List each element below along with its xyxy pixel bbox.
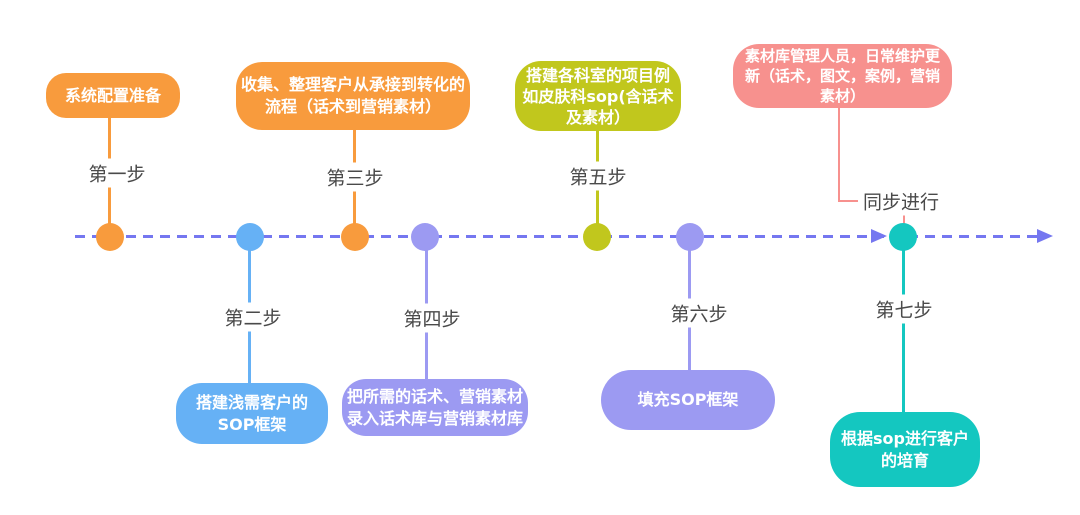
- sync-box-text: 素材库管理人员，日常维护更: [744, 47, 940, 65]
- step6-box-text: 填充SOP框架: [637, 390, 739, 409]
- step5-label: 第五步: [564, 161, 632, 191]
- step2-box-text: SOP框架: [217, 414, 287, 434]
- sync-connector-vertical: [838, 107, 840, 201]
- step7-box-text: 的培育: [880, 450, 929, 470]
- step7-box: 根据sop进行客户 的培育: [830, 412, 980, 487]
- timeline-end-arrow-icon: [1037, 229, 1053, 243]
- step1-box-text: 系统配置准备: [64, 85, 161, 105]
- step1-dot: [96, 223, 124, 251]
- step1-label: 第一步: [83, 158, 151, 188]
- step7-box-text: 根据sop进行客户: [841, 428, 969, 448]
- step6-dot: [676, 223, 704, 251]
- sync-box: 素材库管理人员，日常维护更 新（话术，图文，案例，营销 素材）: [733, 44, 952, 108]
- step2-box-text: 搭建浅需客户的: [195, 392, 308, 412]
- step3-box-text: 流程（话术到营销素材）: [264, 97, 441, 116]
- sync-label: 同步进行: [857, 186, 945, 216]
- step1-box: 系统配置准备: [46, 73, 180, 118]
- step2-label: 第二步: [219, 302, 287, 332]
- step3-label: 第三步: [321, 162, 389, 192]
- step4-dot: [411, 223, 439, 251]
- step5-box-text: 如皮肤科sop(含话术: [522, 86, 674, 106]
- step5-box-text: 及素材）: [565, 107, 630, 127]
- step5-box: 搭建各科室的项目例 如皮肤科sop(含话术 及素材）: [515, 61, 681, 131]
- step5-box-text: 搭建各科室的项目例: [525, 65, 670, 85]
- step6-label: 第六步: [665, 298, 733, 328]
- step4-label: 第四步: [398, 303, 466, 333]
- timeline-mid-arrow-icon: [871, 229, 887, 243]
- step7-label: 第七步: [870, 294, 938, 324]
- step3-dot: [341, 223, 369, 251]
- step5-dot: [583, 223, 611, 251]
- step4-box-text: 录入话术库与营销素材库: [346, 408, 523, 428]
- step7-dot: [889, 223, 917, 251]
- step3-box-text: 收集、整理客户从承接到转化的: [240, 75, 465, 94]
- step6-box: 填充SOP框架: [601, 370, 775, 430]
- step4-box-text: 把所需的话术、营销素材: [346, 386, 523, 406]
- step2-dot: [236, 223, 264, 251]
- sync-box-text: 新（话术，图文，案例，营销: [744, 67, 940, 85]
- step3-box: 收集、整理客户从承接到转化的 流程（话术到营销素材）: [236, 62, 470, 130]
- timeline-dashed-line: [75, 235, 1037, 238]
- step7-connector: [902, 250, 905, 412]
- step4-box: 把所需的话术、营销素材 录入话术库与营销素材库: [342, 379, 528, 436]
- sync-box-text: 素材）: [819, 87, 865, 105]
- step2-box: 搭建浅需客户的 SOP框架: [176, 383, 328, 444]
